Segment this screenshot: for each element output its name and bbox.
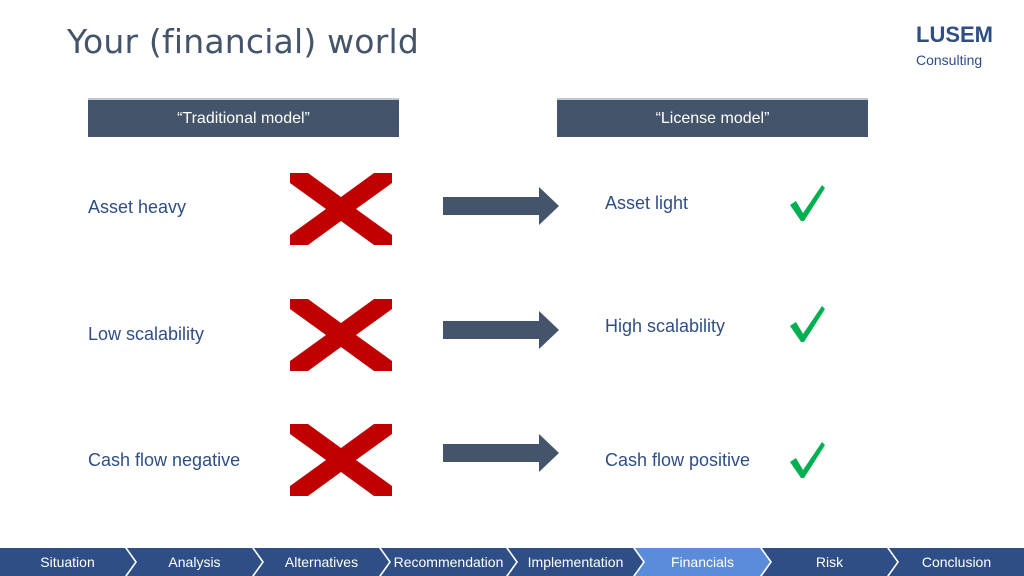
slide-title: Your (financial) world — [67, 22, 419, 61]
arrow-right-icon — [443, 187, 559, 225]
cross-icon — [290, 424, 392, 496]
logo-name: LUSEM — [916, 22, 993, 47]
row-3-traditional-label: Cash flow negative — [88, 450, 241, 470]
row-2-traditional-label: Low scalability — [88, 324, 205, 344]
row-1-traditional-label: Asset heavy — [88, 197, 187, 217]
nav-item-conclusion[interactable]: Conclusion — [889, 548, 1024, 576]
row-1-license-label: Asset light — [605, 193, 689, 213]
nav-item-alternatives[interactable]: Alternatives — [254, 548, 389, 576]
cross-icon — [290, 299, 392, 371]
nav-item-implementation[interactable]: Implementation — [508, 548, 643, 576]
traditional-model-header: “Traditional model” — [88, 98, 399, 137]
checkmark-icon — [790, 185, 825, 221]
license-model-header: “License model” — [557, 98, 868, 137]
row-2-license-label: High scalability — [605, 316, 726, 336]
row-3-license-label: Cash flow positive — [605, 450, 751, 470]
nav-item-financials[interactable]: Financials — [635, 548, 770, 576]
checkmark-icon — [790, 442, 825, 478]
section-nav: Situation Analysis Alternatives Recommen… — [0, 548, 1024, 576]
cross-icon — [290, 173, 392, 245]
arrow-right-icon — [443, 434, 559, 472]
logo-subtitle: Consulting — [916, 52, 983, 68]
checkmark-icon — [790, 306, 825, 342]
nav-item-analysis[interactable]: Analysis — [127, 548, 262, 576]
nav-item-situation[interactable]: Situation — [0, 548, 135, 576]
logo: LUSEM Consulting — [916, 22, 993, 68]
arrow-right-icon — [443, 311, 559, 349]
nav-item-risk[interactable]: Risk — [762, 548, 897, 576]
nav-item-recommendation[interactable]: Recommendation — [381, 548, 516, 576]
